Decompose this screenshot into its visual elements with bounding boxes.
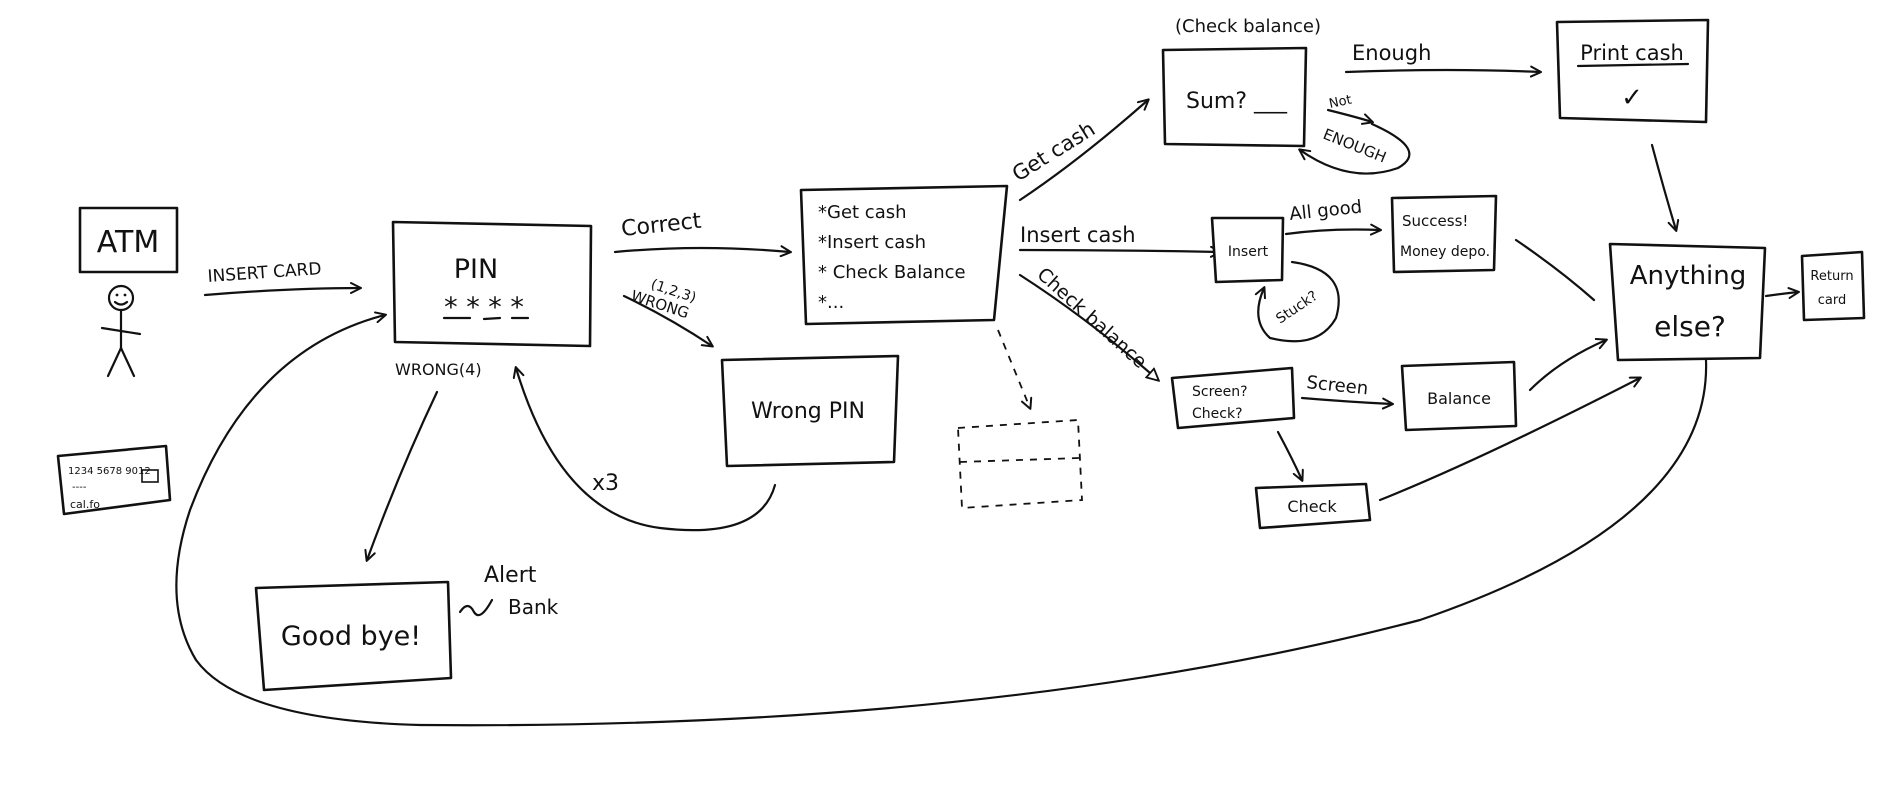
stick-figure [100,284,142,378]
sum-node: Sum? ___ [1161,46,1308,148]
atm-box [78,206,179,274]
edge-label-x3: x3 [592,471,619,496]
edge-label-insert-card: INSERT CARD [207,259,322,287]
bank-label: Bank [508,595,559,619]
edge-insert-cash: Insert cash [1018,223,1222,258]
return-card-node: Return card [1800,250,1866,322]
return-label: Return [1810,269,1853,284]
edge-label-stuck: Stuck? [1273,288,1320,327]
menu-node: *Get cash *Insert cash * Check Balance *… [799,184,1009,326]
wrong-pin-node: Wrong PIN [720,354,900,468]
edge-loop-back [175,311,1708,727]
else-label: else? [1654,310,1726,343]
edge-enough: Enough [1344,41,1542,78]
checkmark-icon: ✓ [1621,83,1643,113]
balance-label: Balance [1427,389,1491,408]
edge-correct: Correct [613,209,792,258]
success-node: Success! Money depo. [1390,194,1498,274]
check-node: Check [1254,482,1372,530]
edge-label-all-good: All good [1288,196,1363,225]
edge-label-not: Not [1328,93,1353,112]
card-number: 1234 5678 9012 [68,466,151,477]
card-icon: 1234 5678 9012 ---- cal.fo [56,444,172,516]
print-cash-label: Print cash [1580,41,1684,65]
print-cash-node: Print cash ✓ [1555,18,1710,124]
balance-node: Balance [1400,360,1518,432]
goodbye-node: Good bye! [254,580,453,692]
edge-check-balance: Check balance [1018,263,1158,380]
anything-else-node: Anything else? [1608,242,1767,362]
edge-wrong-4: WRONG(4) [364,360,482,562]
card-name: cal.fo [70,498,100,511]
alert-bank-note: Alert Bank [458,563,559,619]
card-label: card [1818,293,1846,308]
edge-get-cash: Get cash [1008,98,1150,202]
sum-label: Sum? ___ [1186,89,1288,114]
future-screen-dashed [957,329,1083,509]
edge-balance-to-anything [1528,338,1608,392]
edge-check-to-anything [1378,376,1642,502]
edge-label-wrong-4: WRONG(4) [395,360,482,379]
edge-not-enough: Not ENOUGH [1298,93,1411,175]
edge-label-screen: Screen [1305,372,1369,399]
menu-item-check-balance: * Check Balance [818,262,966,283]
success-label: Success! [1402,212,1468,230]
edge-to-check [1276,430,1304,482]
check-balance-title: (Check balance) [1175,16,1321,37]
card-dashes: ---- [72,482,87,493]
edge-insert-card: INSERT CARD [203,259,362,297]
edge-label-enough-2: ENOUGH [1321,125,1389,167]
alert-label: Alert [484,563,537,588]
edge-all-good: All good [1284,196,1382,236]
anything-label: Anything [1630,261,1747,291]
insert-label: Insert [1228,244,1269,260]
screen-question-label: Screen? [1192,384,1248,400]
edge-label-enough: Enough [1352,41,1431,65]
money-deposited-label: Money depo. [1400,244,1490,260]
menu-item-get-cash: *Get cash [818,202,907,223]
edge-print-to-anything [1650,143,1680,232]
atm-node: ATM [78,206,179,274]
screen-check-node: Screen? Check? [1170,366,1296,430]
edge-label-check-balance: Check balance [1033,263,1151,373]
edge-wrong-attempts: (1,2,3) WRONG [622,277,714,348]
edge-label-correct: Correct [620,209,703,242]
wrong-pin-label: Wrong PIN [751,399,865,424]
menu-item-more: *... [818,292,844,313]
edge-success-to-anything [1514,238,1596,302]
edge-to-return-card [1764,287,1800,299]
atm-label: ATM [97,225,159,260]
insert-node: Insert [1210,216,1285,284]
edge-label-insert-cash: Insert cash [1020,223,1136,247]
goodbye-label: Good bye! [281,621,421,652]
check-question-label: Check? [1192,406,1243,422]
menu-item-insert-cash: *Insert cash [818,232,926,253]
edge-screen: Screen [1300,372,1394,410]
check-label: Check [1287,497,1337,516]
pin-title: PIN [454,254,498,285]
edge-retry-x3: x3 [512,366,777,532]
pin-node: PIN * * * * [391,220,593,348]
